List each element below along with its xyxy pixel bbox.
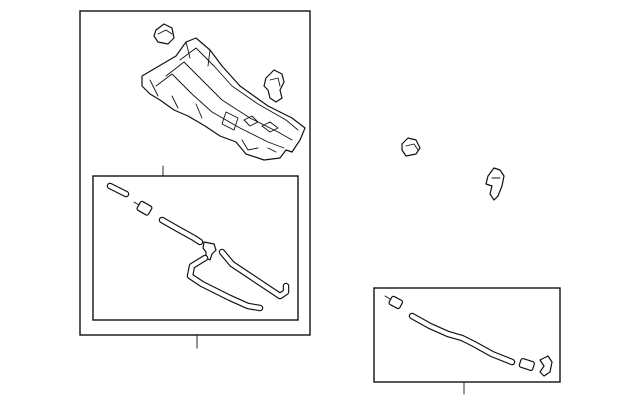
- small-hose-assembly-group: [373, 287, 561, 395]
- cowl-clip-upper[interactable]: [153, 23, 175, 45]
- main-group-frame: [79, 10, 311, 336]
- washer-hose-assembly-small[interactable]: [384, 295, 553, 377]
- washer-hose-assembly-main[interactable]: [106, 182, 290, 312]
- washer-hose-box: [92, 175, 299, 321]
- loose-clip-a[interactable]: [401, 137, 421, 157]
- cowl-clip-right[interactable]: [263, 69, 285, 103]
- main-assembly-group: [79, 10, 311, 349]
- small-hose-frame: [373, 287, 561, 383]
- loose-clip-b[interactable]: [485, 167, 505, 201]
- cowl-top-panel[interactable]: [141, 37, 306, 161]
